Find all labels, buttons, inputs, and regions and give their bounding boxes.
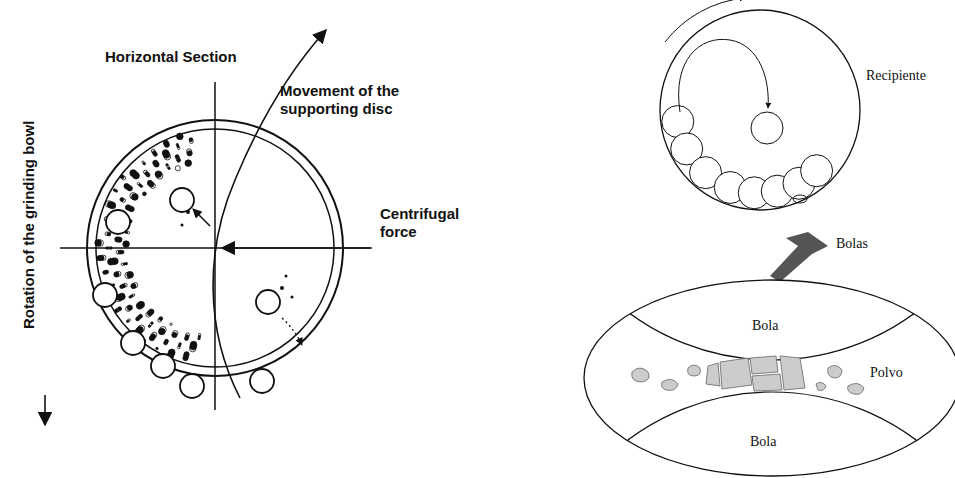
- powder-particles: [632, 356, 864, 394]
- ball-surface: [532, 392, 955, 478]
- zoom-spot: [793, 195, 807, 203]
- balls-label: Bolas: [836, 236, 896, 252]
- container-circle: [660, 10, 860, 210]
- grinding-balls: [93, 188, 280, 398]
- powder-grain: [720, 358, 752, 389]
- section-title: Horizontal Section: [105, 48, 285, 66]
- grinding-ball: [180, 374, 204, 398]
- grinding-ball: [170, 188, 194, 212]
- force-label: Centrifugal force: [380, 205, 470, 241]
- powder-grain: [816, 382, 826, 390]
- ball-surface: [532, 0, 955, 360]
- container-label: Recipiente: [866, 68, 946, 84]
- grinding-ball: [751, 112, 783, 144]
- rotation-arrow: [44, 395, 46, 425]
- zoom-ellipse: [584, 280, 955, 476]
- powder-label: Polvo: [870, 365, 930, 381]
- ball-label: Bola: [750, 434, 800, 450]
- ball-motion-arrow: [193, 209, 210, 226]
- powder-grain: [662, 379, 679, 390]
- ball-motion-arrow: [282, 318, 302, 345]
- grinding-ball: [121, 331, 145, 355]
- powder-grain: [632, 368, 649, 382]
- powder-grain: [688, 365, 701, 376]
- powder-grain: [780, 356, 805, 390]
- grinding-ball: [256, 290, 280, 314]
- motion-label: Movement of the supporting disc: [280, 82, 450, 118]
- powder-grain: [828, 365, 842, 378]
- grinding-ball: [151, 354, 175, 378]
- grinding-ball: [106, 210, 130, 234]
- rotation-arrow: [665, 0, 745, 42]
- zoom-arrow: [770, 232, 828, 282]
- ball-trajectory: [679, 39, 769, 112]
- grinding-ball: [93, 283, 117, 307]
- powder-grain: [848, 383, 864, 394]
- rotation-label: Rotation of the grinding bowl: [20, 121, 38, 329]
- grinding-ball: [801, 155, 833, 187]
- powder-grain: [706, 363, 720, 386]
- centrifugal-force-arrow: [222, 247, 370, 249]
- powder-grain: [750, 356, 778, 374]
- ball-label: Bola: [752, 318, 802, 334]
- powder-particles: [95, 133, 294, 361]
- grinding-balls: [662, 106, 833, 209]
- powder-grain: [752, 374, 782, 391]
- grinding-ball: [250, 369, 274, 393]
